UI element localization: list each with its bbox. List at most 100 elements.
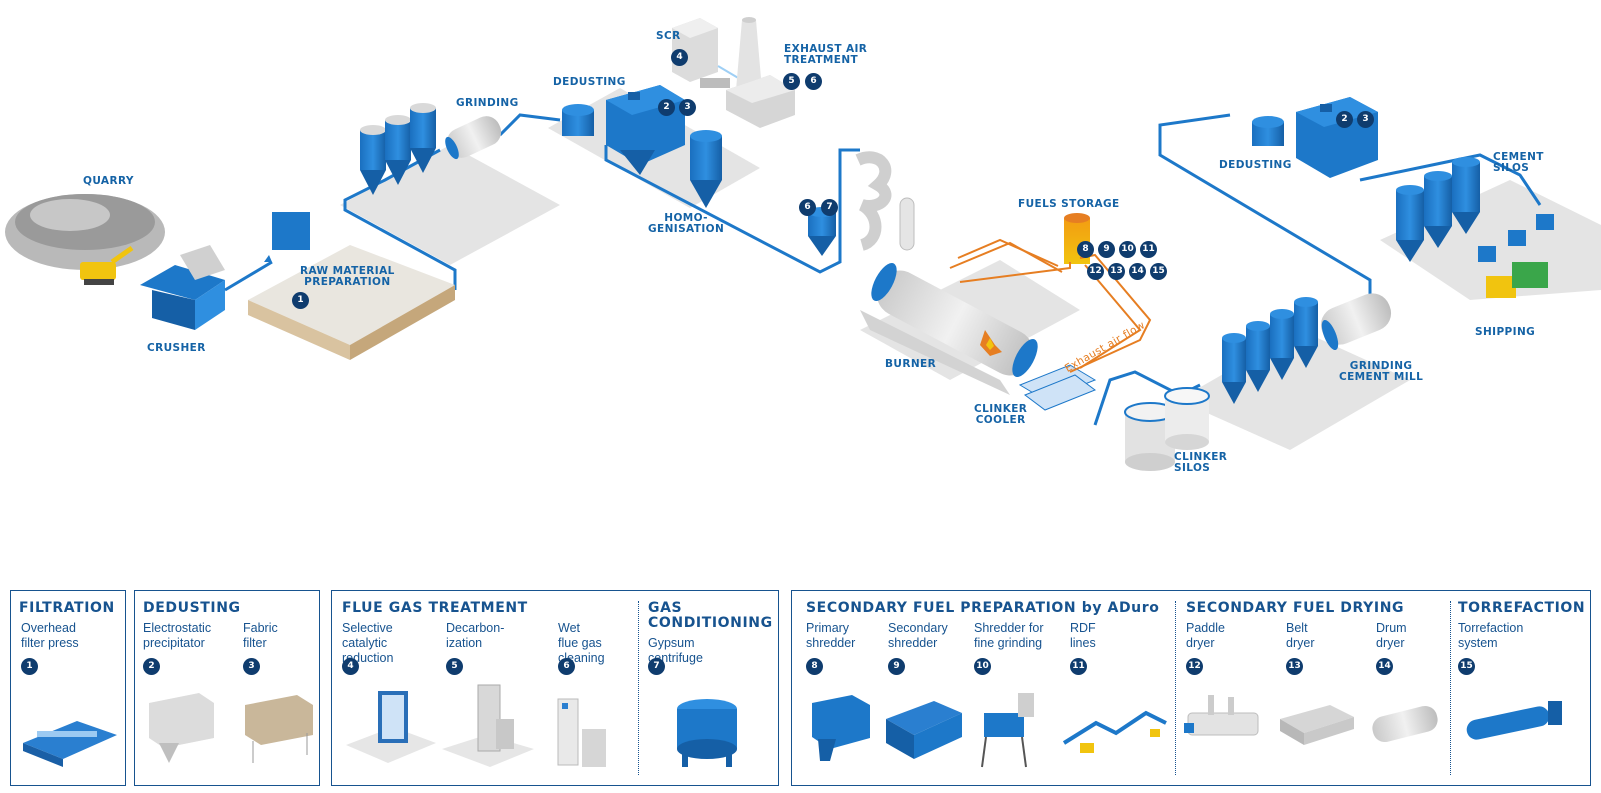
badge-fuel-9: 9 [1098, 241, 1115, 258]
item-number: 9 [888, 658, 905, 675]
panel-separator [1175, 601, 1176, 775]
item-name: Torrefaction system [1458, 621, 1524, 650]
rotary-kiln [860, 262, 1038, 395]
item-number: 15 [1458, 658, 1475, 675]
badge-fuel-11: 11 [1140, 241, 1157, 258]
badge-fuel-13: 13 [1108, 263, 1125, 280]
label-dedusting-top: DEDUSTING [553, 76, 626, 88]
item-name: Decarbon- ization [446, 621, 505, 650]
label-dedusting-right: DEDUSTING [1219, 159, 1292, 171]
badge-fuel-10: 10 [1119, 241, 1136, 258]
label-scr: SCR [656, 30, 681, 42]
item-name: Belt dryer [1286, 621, 1315, 650]
fine-grinding-shredder-image [981, 693, 1034, 768]
panel-flue-gas: FLUE GAS TREATMENT Selective catalytic r… [331, 590, 779, 786]
badge-dedust-2: 2 [658, 99, 675, 116]
item-number: 1 [21, 658, 38, 675]
crusher-illustration [140, 245, 225, 330]
process-illustration [5, 17, 1601, 471]
item-number: 6 [558, 658, 575, 675]
fabric-filter-image [245, 695, 313, 763]
label-shipping: SHIPPING [1475, 326, 1536, 338]
dedusting-right [1252, 97, 1378, 178]
label-clinker-cooler: CLINKER COOLER [974, 403, 1028, 426]
badge-dedust-right-2: 2 [1336, 111, 1353, 128]
badge-fuel-14: 14 [1129, 263, 1146, 280]
item-paddle-dryer: Paddle dryer 12 [1186, 621, 1225, 675]
paddle-dryer-image [1184, 695, 1259, 736]
label-grinding-cement-mill: GRINDING CEMENT MILL [1339, 360, 1424, 383]
item-name: Secondary shredder [888, 621, 948, 650]
homogenisation-silo [690, 130, 722, 208]
item-torrefaction-system: Torrefaction system 15 [1458, 621, 1524, 675]
badge-dedust-3: 3 [679, 99, 696, 116]
scr-building [672, 18, 730, 88]
item-name: Primary shredder [806, 621, 856, 650]
item-number: 4 [342, 658, 359, 675]
shipping-area [1478, 214, 1554, 298]
badge-preheater-7: 7 [821, 199, 838, 216]
item-wet-flue-gas-cleaning: Wet flue gas cleaning 6 [558, 621, 605, 675]
item-name: Shredder for fine grinding [974, 621, 1044, 650]
grinding-mill [445, 116, 502, 160]
item-number: 3 [243, 658, 260, 675]
panel-dedusting: DEDUSTING Electrostatic precipitator 2 F… [134, 590, 320, 786]
panel-secondary-fuel: SECONDARY FUEL PREPARATION by ADuro Prim… [791, 590, 1591, 786]
panel-title-fuel-drying: SECONDARY FUEL DRYING [1186, 600, 1405, 616]
panel-separator [638, 601, 639, 775]
filter-press-image [23, 721, 117, 767]
badge-fuel-8: 8 [1077, 241, 1094, 258]
item-name: Fabric filter [243, 621, 278, 650]
item-selective-catalytic-reduction: Selective catalytic reduction 4 [342, 621, 393, 675]
clinker-silos [1124, 387, 1210, 471]
panel-title-dedusting: DEDUSTING [143, 600, 241, 616]
item-name: Drum dryer [1376, 621, 1407, 650]
item-number: 14 [1376, 658, 1393, 675]
label-grinding: GRINDING [456, 97, 519, 109]
label-fuels-storage: FUELS STORAGE [1018, 198, 1120, 210]
badge-exhaust-6: 6 [805, 73, 822, 90]
label-cement-silos: CEMENT SILOS [1493, 151, 1544, 174]
item-name: Overhead filter press [21, 621, 79, 650]
item-secondary-shredder: Secondary shredder 9 [888, 621, 948, 675]
flow-lines [224, 113, 1542, 426]
item-drum-dryer: Drum dryer 14 [1376, 621, 1407, 675]
item-electrostatic-precipitator: Electrostatic precipitator 2 [143, 621, 211, 675]
item-belt-dryer: Belt dryer 13 [1286, 621, 1315, 675]
panel-title-gas-conditioning: GAS CONDITIONING [648, 600, 773, 631]
exhaust-stack [726, 17, 795, 128]
badge-preheater-6: 6 [799, 199, 816, 216]
item-shredder-fine-grinding: Shredder for fine grinding 10 [974, 621, 1044, 675]
panel-separator [1450, 601, 1451, 775]
panel-filtration: FILTRATION Overhead filter press 1 [10, 590, 126, 786]
label-homogenisation: HOMO- GENISATION [648, 212, 725, 235]
item-number: 5 [446, 658, 463, 675]
panel-title-fuel-preparation: SECONDARY FUEL PREPARATION by ADuro [806, 600, 1160, 616]
item-gypsum-centrifuge: Gypsum centrifuge 7 [648, 636, 703, 675]
item-decarbonization: Decarbon- ization 5 [446, 621, 505, 675]
item-primary-shredder: Primary shredder 8 [806, 621, 856, 675]
item-number: 13 [1286, 658, 1303, 675]
scr-image [346, 691, 436, 763]
gypsum-centrifuge-image [677, 699, 737, 767]
raw-material-block [248, 212, 455, 360]
badge-scr-4: 4 [671, 49, 688, 66]
label-burner: BURNER [885, 358, 937, 370]
item-number: 7 [648, 658, 665, 675]
secondary-shredder-image [886, 701, 962, 759]
badge-fuel-12: 12 [1087, 263, 1104, 280]
panel-title-torrefaction: TORREFACTION [1458, 600, 1586, 616]
item-name: Paddle dryer [1186, 621, 1225, 650]
precipitator-image [149, 693, 214, 763]
label-crusher: CRUSHER [147, 342, 206, 354]
item-overhead-filter-press: Overhead filter press 1 [21, 621, 79, 675]
badge-raw-1: 1 [292, 292, 309, 309]
item-name: RDF lines [1070, 621, 1096, 650]
arrow-head [264, 255, 272, 262]
cement-mill-silos [1222, 297, 1318, 404]
item-number: 10 [974, 658, 991, 675]
badge-exhaust-5: 5 [783, 73, 800, 90]
cement-silos [1396, 157, 1480, 262]
item-number: 2 [143, 658, 160, 675]
label-clinker-silos: CLINKER SILOS [1174, 451, 1228, 474]
